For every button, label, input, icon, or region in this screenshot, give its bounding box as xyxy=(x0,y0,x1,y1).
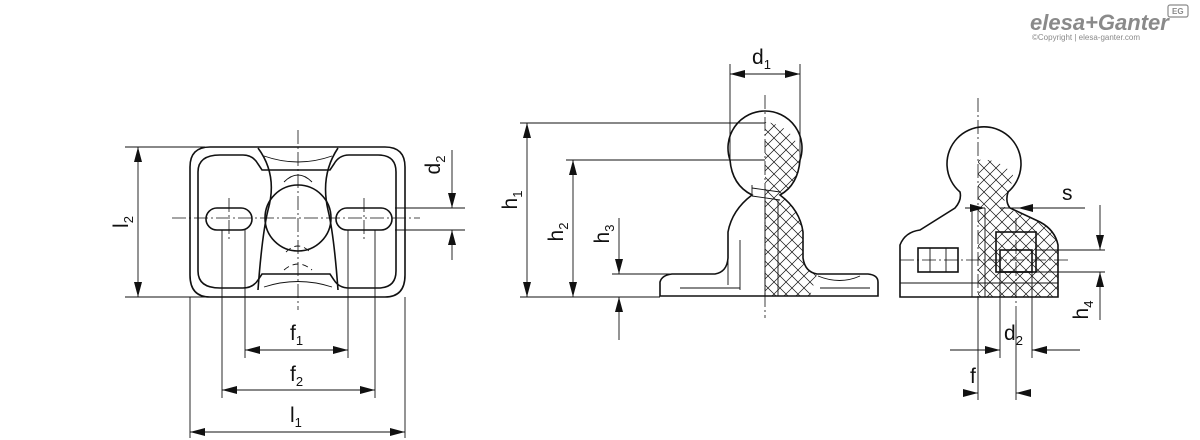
rib-left xyxy=(257,147,273,291)
label-l2: l2 xyxy=(110,216,136,228)
label-d2-side: d2 xyxy=(1004,322,1023,348)
rib-right xyxy=(324,147,339,291)
front-view-dimensions: d1 h1 h2 h3 xyxy=(499,46,801,340)
label-f1: f1 xyxy=(290,322,303,348)
label-h1: h1 xyxy=(499,191,525,210)
svg-text:h2: h2 xyxy=(545,223,571,242)
eg-badge-icon xyxy=(1167,4,1189,18)
side-view-dimensions: s h4 d2 f xyxy=(950,182,1105,400)
base-outline xyxy=(189,146,406,298)
svg-text:h4: h4 xyxy=(1070,301,1096,320)
label-l1: l1 xyxy=(290,404,302,430)
svg-text:l2: l2 xyxy=(110,216,136,228)
label-s: s xyxy=(1062,182,1073,205)
svg-text:h3: h3 xyxy=(591,225,617,244)
base-internal xyxy=(727,240,861,290)
label-h2: h2 xyxy=(545,223,571,242)
eg-badge-text: EG xyxy=(1172,7,1184,16)
label-f: f xyxy=(970,365,976,388)
front-outline xyxy=(659,110,879,297)
label-d1: d1 xyxy=(752,46,771,72)
ball-hatch xyxy=(765,122,801,195)
rib-bottom-arc xyxy=(263,281,333,288)
svg-text:d2: d2 xyxy=(422,156,448,175)
svg-text:h1: h1 xyxy=(499,191,525,210)
top-view xyxy=(172,130,420,310)
side-view xyxy=(899,98,1070,320)
shank-hatch xyxy=(765,195,817,296)
label-h3: h3 xyxy=(591,225,617,244)
insert-lines xyxy=(751,187,781,201)
copyright-text: ©Copyright | elesa-ganter.com xyxy=(1032,33,1140,42)
top-view-dimensions: l2 d2 f1 f2 l1 xyxy=(110,146,465,438)
side-section-hatch xyxy=(978,159,1058,297)
front-view xyxy=(659,95,879,318)
label-h4: h4 xyxy=(1070,301,1096,320)
label-d2-top: d2 xyxy=(422,156,448,175)
brand-text: elesa+Ganter xyxy=(1030,10,1170,35)
recess-outline xyxy=(197,154,397,289)
label-f2: f2 xyxy=(290,363,303,389)
elesa-ganter-logo: elesa+Ganter EG ©Copyright | elesa-gante… xyxy=(1030,4,1189,42)
